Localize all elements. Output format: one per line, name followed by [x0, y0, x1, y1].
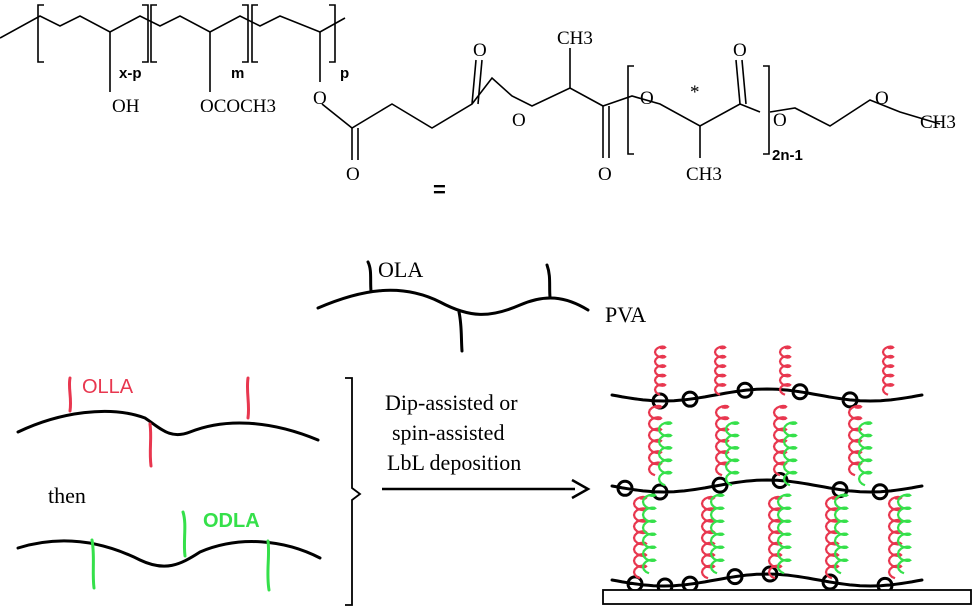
olla-backbone — [16, 409, 320, 442]
bracket-p-right — [329, 4, 336, 63]
equals-sign: = — [433, 177, 446, 202]
mid-odla-coil-2 — [724, 421, 740, 487]
ola-branch-3 — [545, 263, 552, 299]
o-ester-2: O — [512, 110, 526, 131]
tail-bonds — [769, 99, 941, 127]
oh-label: OH — [112, 96, 140, 117]
low-odla-coil-3 — [776, 493, 792, 575]
odla-label: ODLA — [203, 510, 260, 532]
mid-olla-coil-2 — [714, 404, 730, 477]
lbl-multilayer — [602, 345, 972, 605]
bracket-xp-left — [37, 4, 44, 63]
bracket-m-left — [150, 4, 157, 63]
top-olla-coil-4 — [881, 345, 895, 396]
step-line-1: Dip-assisted or — [385, 390, 518, 415]
o-carbonyl-3: O — [598, 164, 612, 185]
o-ester-1: O — [313, 88, 327, 109]
o-carbonyl-4: O — [733, 40, 747, 61]
subscript-x-p: x-p — [119, 65, 142, 82]
bracket-2n1-left — [627, 65, 634, 155]
low-odla-coil-5 — [896, 493, 912, 575]
o-carbonyl-2: O — [473, 40, 487, 61]
carbonyl-bond-4b — [741, 59, 747, 105]
ola-branch-2 — [457, 310, 464, 353]
o-ether-1: O — [773, 110, 787, 131]
carbonyl-bond-4 — [735, 59, 741, 105]
mid-odla-coil-1 — [657, 421, 673, 487]
odla-branch-3 — [266, 539, 271, 592]
subscript-m: m — [231, 65, 244, 82]
process-arrow-head — [571, 478, 591, 500]
mid-olla-coil-1 — [647, 404, 663, 477]
bracket-p-left — [251, 4, 258, 63]
subscript-p: p — [340, 65, 349, 82]
olla-branch-2 — [148, 422, 153, 468]
odla-branch-2 — [181, 510, 187, 558]
bracket-xp-right — [142, 4, 149, 63]
ch3-end: CH3 — [920, 112, 956, 133]
subscript-2n-1: 2n-1 — [772, 147, 803, 164]
olla-branch-3 — [245, 376, 251, 420]
odla-backbone — [16, 539, 322, 568]
chiral-star: * — [690, 82, 700, 103]
multilayer-backbone-2 — [610, 471, 924, 501]
pva-label: PVA — [605, 302, 646, 327]
pva-ola-chain: OLA PVA — [316, 257, 646, 353]
low-odla-coil-2 — [709, 493, 725, 575]
odla-branch-1 — [90, 538, 96, 590]
low-odla-coil-4 — [833, 493, 849, 575]
bracket-m-right — [242, 4, 249, 63]
linker-bonds — [321, 76, 604, 129]
low-odla-coil-1 — [641, 493, 657, 575]
o-ether-2: O — [875, 88, 889, 109]
odla-chain: ODLA — [16, 510, 322, 592]
mid-odla-coil-3 — [782, 421, 798, 487]
lactide-bonds — [602, 95, 761, 127]
bracket-2n1-right — [763, 65, 770, 155]
mid-olla-coil-4 — [847, 404, 863, 477]
multilayer-backbone-1 — [610, 381, 924, 410]
step-line-2: spin-assisted — [392, 420, 504, 445]
carbonyl-bond-2b — [477, 59, 483, 105]
carbonyl-bond-2 — [471, 59, 477, 105]
chemical-structure: x-p m p OH OCOCH3 O O O O CH3 O O * O CH… — [0, 4, 956, 202]
grouping-brace — [345, 377, 362, 606]
ch3-top: CH3 — [557, 28, 593, 49]
ococh3-label: OCOCH3 — [200, 96, 276, 117]
top-olla-coil-1 — [653, 345, 667, 396]
olla-chain: OLLA — [16, 376, 320, 468]
substrate — [602, 589, 972, 605]
top-olla-coil-3 — [778, 345, 792, 396]
mid-odla-coil-4 — [857, 421, 873, 487]
backbone-bonds — [0, 15, 346, 39]
ch3-bottom: CH3 — [686, 164, 722, 185]
ola-label: OLA — [378, 257, 423, 282]
step-line-3: LbL deposition — [387, 450, 521, 475]
multilayer-backbone-3 — [610, 565, 924, 595]
olla-branch-1 — [67, 376, 73, 413]
mid-olla-coil-3 — [772, 404, 788, 477]
o-ring: O — [640, 88, 654, 109]
then-label: then — [48, 483, 86, 508]
olla-label: OLLA — [82, 376, 134, 398]
ola-branch-1 — [366, 260, 373, 293]
top-olla-coil-2 — [713, 345, 727, 396]
pva-backbone — [316, 288, 590, 316]
o-carbonyl-1: O — [346, 164, 360, 185]
